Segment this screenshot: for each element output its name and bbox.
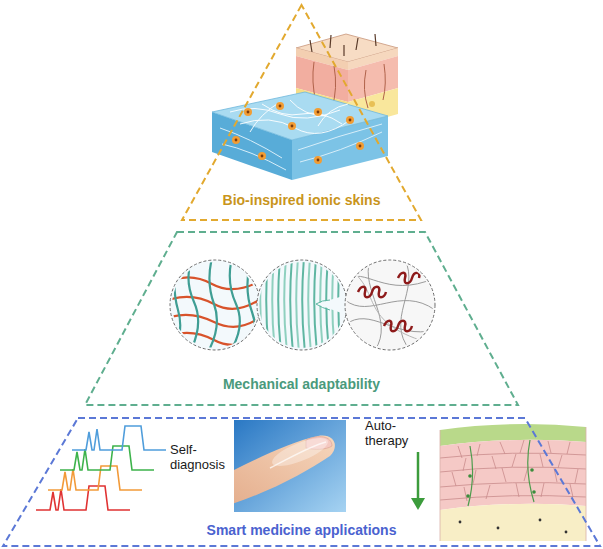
aligned-fibers-part-part xyxy=(314,258,317,352)
skin-layers-part xyxy=(532,490,536,494)
hydrogel-block-part xyxy=(230,100,350,133)
coiled-network-part-part xyxy=(384,321,412,332)
crosslinked-network-part-part xyxy=(168,315,262,327)
aligned-fibers xyxy=(257,258,350,352)
dashed-outline xyxy=(85,232,518,405)
ion-dots-part xyxy=(317,159,320,162)
crosslinked-network-part-part xyxy=(174,262,180,352)
skin-layers-part xyxy=(468,474,472,478)
dashed-outline xyxy=(180,3,423,222)
coiled-network xyxy=(345,260,435,350)
skin-layers-part xyxy=(466,494,470,498)
middle-band: Mechanical adaptability xyxy=(82,230,521,407)
aligned-fibers-part-part xyxy=(266,258,269,352)
signal-spectra-part xyxy=(72,426,166,450)
skin-layers-part xyxy=(440,504,586,541)
signal-spectra xyxy=(36,426,166,510)
finger-photo-part xyxy=(234,432,335,506)
skin-layers-part xyxy=(565,531,568,534)
label-text: Auto-therapy xyxy=(365,418,408,448)
ion-dots-part xyxy=(235,139,238,142)
coiled-network-part-part xyxy=(368,260,381,350)
coiled-network-part-part xyxy=(398,273,419,284)
coiled-network-part-part xyxy=(358,287,386,298)
aligned-fibers-part-part xyxy=(308,258,311,352)
coiled-network-part xyxy=(345,260,435,350)
finger-photo-part-part xyxy=(270,442,326,468)
ion-dots-part xyxy=(314,108,322,116)
crosslinked-network-part-part xyxy=(247,262,255,352)
coiled-network-part-part xyxy=(345,300,435,310)
ion-dots-part xyxy=(314,156,322,164)
bottom-band: Smart medicine applications xyxy=(0,416,603,548)
ion-dots-part xyxy=(346,116,354,124)
skin-layers-part xyxy=(468,440,534,506)
ion-dots-part xyxy=(258,152,266,160)
skin-layers-part xyxy=(440,453,586,500)
aligned-fibers-part-part xyxy=(302,258,305,352)
crosslinked-network-part xyxy=(168,258,262,352)
ion-dots-part xyxy=(261,155,264,158)
aligned-fibers-part-part xyxy=(260,258,263,352)
crosslinked-network-part xyxy=(170,260,260,350)
aligned-fibers-part xyxy=(257,260,347,350)
coiled-network-part xyxy=(345,260,435,350)
coiled-network-part-part xyxy=(345,319,435,332)
aligned-fibers-part-part xyxy=(316,300,330,310)
crosslinked-network-part-part xyxy=(188,258,198,352)
skin-layers-part xyxy=(539,519,542,522)
section-title: Bio-inspired ionic skins xyxy=(223,192,381,209)
crosslinked-network-part-part xyxy=(230,258,240,352)
ion-dots-part xyxy=(276,102,284,110)
skin-layers-part xyxy=(440,440,586,510)
step-label: Self-diagnosis xyxy=(170,442,230,472)
ion-dots-part xyxy=(247,111,250,114)
skin-cube-part xyxy=(369,101,375,107)
aligned-fibers-part xyxy=(260,258,350,352)
ion-dots-part xyxy=(359,145,362,148)
therapy-arrow-part xyxy=(411,498,425,510)
coiled-network-part xyxy=(345,260,435,350)
aligned-fibers-part-part xyxy=(290,258,293,352)
aligned-fibers-part-part xyxy=(284,258,287,352)
hydrogel-block xyxy=(212,92,388,180)
ion-dots-part xyxy=(232,136,240,144)
aligned-fibers-part-part xyxy=(296,258,299,352)
ion-dots xyxy=(232,102,364,164)
finger-photo-part-part xyxy=(269,432,331,471)
ion-dots-part xyxy=(317,111,320,114)
therapy-arrow xyxy=(411,452,425,510)
coiled-network-part-part xyxy=(350,270,420,340)
crosslinked-network xyxy=(168,258,262,352)
skin-layers-part xyxy=(497,527,500,530)
therapy-arrow-part xyxy=(417,452,420,500)
dashed-outline xyxy=(3,418,600,546)
ion-dots-part xyxy=(288,122,296,130)
skin-layers-part xyxy=(459,521,462,524)
ion-dots-part xyxy=(349,119,352,122)
section-title: Smart medicine applications xyxy=(207,522,397,539)
ion-dots-part xyxy=(356,142,364,150)
skin-layers xyxy=(440,424,586,541)
skin-layers-part xyxy=(530,468,534,472)
aligned-fibers-part-part xyxy=(278,258,281,352)
section-title: Mechanical adaptability xyxy=(223,376,380,393)
hydrogel-block-part xyxy=(220,124,382,170)
ion-dots-part xyxy=(244,108,252,116)
hydrogel-block-part xyxy=(212,92,388,140)
dashed-outline xyxy=(182,5,421,220)
aligned-fibers-part-part xyxy=(272,258,275,352)
finger-photo xyxy=(226,420,346,512)
label-text: Self-diagnosis xyxy=(170,442,225,472)
ion-dots-part xyxy=(291,125,294,128)
ion-dots-part xyxy=(279,105,282,108)
crosslinked-network-part-part xyxy=(208,258,217,352)
step-label: Auto-therapy xyxy=(365,418,421,448)
top-triangle: Bio-inspired ionic skins xyxy=(180,3,423,222)
